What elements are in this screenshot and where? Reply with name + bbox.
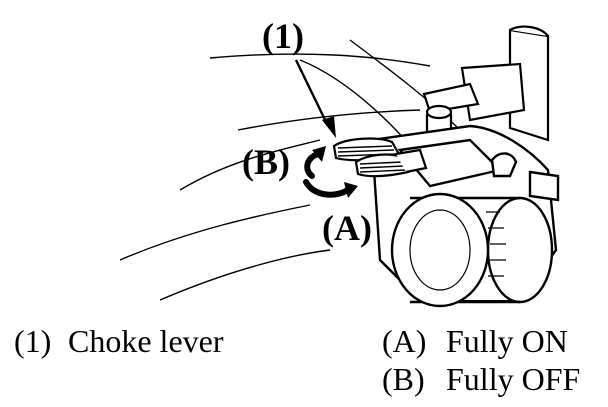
legend-key-b: (B) (382, 361, 425, 397)
handlebar-mount (422, 25, 550, 142)
legend-key-a: (A) (382, 323, 426, 359)
handlebar-grip (390, 192, 554, 308)
direction-arrows (303, 146, 358, 198)
callout-label-a: (A) (322, 208, 372, 248)
legend: (1) Choke lever (A) Fully ON (B) Fully O… (14, 323, 580, 397)
callout-label-1: (1) (262, 16, 304, 56)
callout-label-b: (B) (242, 142, 290, 182)
legend-label-choke-lever: Choke lever (68, 323, 224, 359)
choke-lever (332, 137, 428, 178)
callout-1-leader (294, 59, 336, 138)
legend-label-fully-on: Fully ON (446, 323, 568, 359)
legend-label-fully-off: Fully OFF (446, 361, 580, 397)
legend-key-1: (1) (14, 323, 51, 359)
